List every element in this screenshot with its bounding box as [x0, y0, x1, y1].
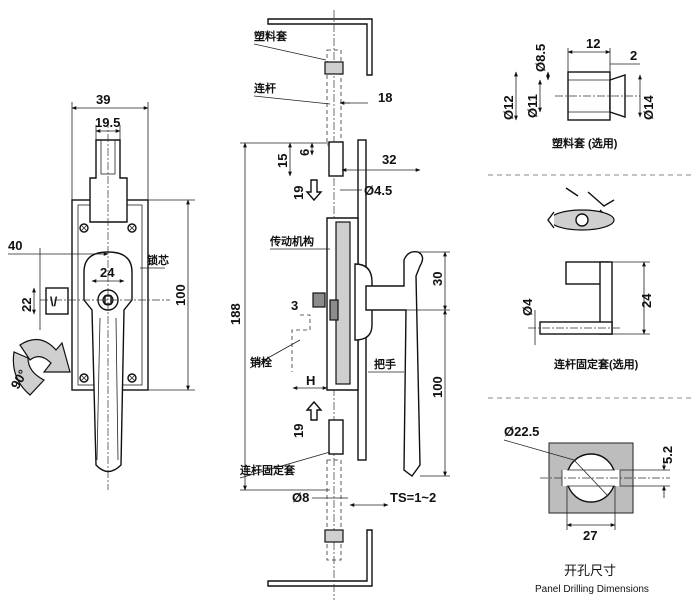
dim-dia-14: Ø14: [641, 95, 656, 120]
dim-19-5: 19.5: [95, 115, 120, 130]
dim-3: 3: [291, 298, 298, 313]
dim-6: 6: [297, 149, 312, 156]
dim-24-rod: 24: [639, 293, 654, 308]
dim-dia-12: Ø12: [501, 95, 516, 120]
label-link-rod: 连杆: [254, 81, 276, 95]
side-handle: [365, 250, 424, 477]
dim-5-2: 5.2: [660, 446, 675, 464]
sleeve-detail: 12 2 Ø8.5 Ø12 Ø11 Ø14 塑料套 (选用): [501, 36, 656, 150]
label-lock-core: 锁芯: [147, 253, 169, 267]
front-view: \/ 39 19.5 24 40 22 100 锁芯 90°: [8, 92, 195, 490]
dim-15: 15: [275, 154, 290, 168]
down-arrow-icon: [305, 179, 323, 202]
front-screws: [79, 223, 137, 383]
dim-dia-22-5: Ø22.5: [504, 424, 539, 439]
panel-caption-cn: 开孔尺寸: [564, 564, 616, 579]
rod-fix-top: [328, 141, 344, 177]
label-rod-fixing-sleeve: 连杆固定套: [240, 463, 296, 477]
svg-text:\/: \/: [50, 294, 58, 309]
label-drive-mechanism: 传动机构: [269, 234, 314, 248]
dim-h: H: [306, 373, 315, 388]
front-cam-block: [45, 287, 69, 315]
dim-30: 30: [430, 272, 445, 286]
dim-22: 22: [19, 298, 34, 312]
label-handle: 把手: [374, 357, 396, 371]
dim-40: 40: [8, 238, 22, 253]
top-bracket: [267, 18, 373, 76]
rotation-arrow-icon: [19, 339, 71, 373]
dim-dia-8-5: Ø8.5: [533, 44, 548, 72]
dim-100-side: 100: [430, 376, 445, 398]
dim-39: 39: [96, 92, 110, 107]
dim-2: 2: [630, 48, 637, 63]
dim-24: 24: [100, 265, 115, 280]
dim-dia-4-5: Ø4.5: [364, 183, 392, 198]
rod-fix-caption: 连杆固定套(选用): [554, 357, 639, 371]
dim-dia-11: Ø11: [525, 94, 540, 118]
bottom-bracket: [267, 529, 373, 587]
dim-100-front: 100: [173, 284, 188, 306]
up-arrow-icon: [305, 400, 323, 421]
rod-fix-bottom: [328, 419, 344, 455]
pin: [312, 292, 326, 308]
panel-drilling: Ø22.5 5.2 27 开孔尺寸 Panel Drilling Dimensi…: [503, 424, 675, 595]
sleeve-caption: 塑料套 (选用): [552, 136, 618, 150]
front-top-tongue: [89, 139, 128, 223]
label-plastic-sleeve: 塑料套: [254, 29, 288, 43]
dim-19-bottom: 19: [291, 424, 306, 438]
label-pin: 销栓: [250, 355, 272, 369]
dim-32: 32: [382, 152, 396, 167]
dim-12-sleeve: 12: [586, 36, 600, 51]
dim-19-top: 19: [291, 186, 306, 200]
rod-fix-detail: Ø4 24 连杆固定套(选用): [520, 187, 654, 371]
dim-188: 188: [228, 303, 243, 325]
dim-dia-8: Ø8: [292, 490, 309, 505]
dim-27: 27: [583, 528, 597, 543]
dim-ts: TS=1~2: [390, 490, 436, 505]
panel-caption-en: Panel Drilling Dimensions: [535, 584, 649, 595]
dim-18: 18: [378, 90, 392, 105]
side-view: 188 18 15 6 32 19 Ø4.5 30 100 3 H 19 Ø8 …: [228, 10, 450, 600]
dim-dia-4: Ø4: [520, 298, 535, 316]
